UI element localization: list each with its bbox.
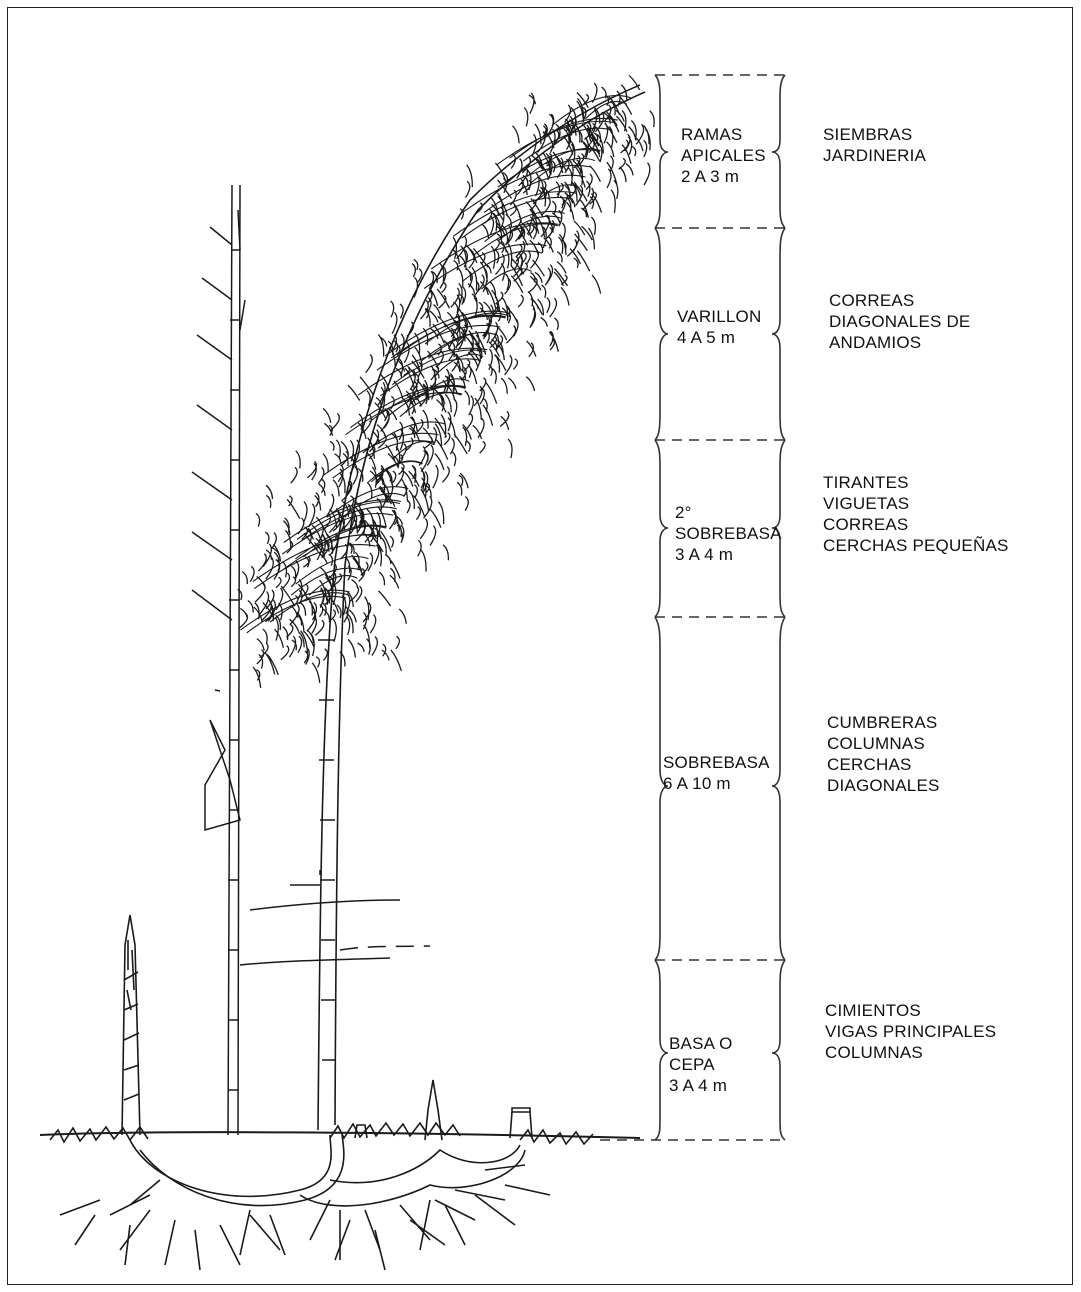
segment-length: 2 A 3 m <box>681 166 766 187</box>
use-item: SIEMBRAS <box>823 124 926 145</box>
mature-culm <box>318 85 645 1130</box>
segment-name-line: SOBREBASA <box>675 523 782 544</box>
segment-name-line: 2° <box>675 502 782 523</box>
segment-name-line: VARILLON <box>677 306 761 327</box>
segment-name-line: BASA O <box>669 1033 733 1054</box>
use-item: CORREAS <box>829 290 970 311</box>
segment-name-line: SOBREBASA <box>663 752 770 773</box>
segment-name-line: RAMAS <box>681 124 766 145</box>
use-item: CUMBRERAS <box>827 712 940 733</box>
leaf-strokes <box>238 75 655 688</box>
uses-sobrebasa: CUMBRERAS COLUMNAS CERCHAS DIAGONALES <box>827 712 940 796</box>
use-item: ANDAMIOS <box>829 332 970 353</box>
small-shoot <box>355 1080 532 1140</box>
thin-culm <box>192 185 245 1135</box>
young-shoot <box>122 915 140 1135</box>
segment-sobrebasa-name: SOBREBASA 6 A 10 m <box>663 752 770 794</box>
use-item: CORREAS <box>823 514 1009 535</box>
segment-basa-cepa-name: BASA O CEPA 3 A 4 m <box>669 1033 733 1096</box>
use-item: CERCHAS <box>827 754 940 775</box>
segment-length: 3 A 4 m <box>675 544 782 565</box>
uses-ramas-apicales: SIEMBRAS JARDINERIA <box>823 124 926 166</box>
ground-roots <box>40 1123 640 1270</box>
use-item: DIAGONALES <box>827 775 940 796</box>
uses-segunda-sobrebasa: TIRANTES VIGUETAS CORREAS CERCHAS PEQUEÑ… <box>823 472 1009 556</box>
segment-length: 4 A 5 m <box>677 327 761 348</box>
use-item: COLUMNAS <box>825 1042 996 1063</box>
use-item: DIAGONALES DE <box>829 311 970 332</box>
foliage <box>238 75 655 688</box>
use-item: VIGAS PRINCIPALES <box>825 1021 996 1042</box>
use-item: CIMIENTOS <box>825 1000 996 1021</box>
use-item: CERCHAS PEQUEÑAS <box>823 535 1009 556</box>
segment-varillon-name: VARILLON 4 A 5 m <box>677 306 761 348</box>
segment-length: 6 A 10 m <box>663 773 770 794</box>
segment-name-line: APICALES <box>681 145 766 166</box>
use-item: VIGUETAS <box>823 493 1009 514</box>
height-brackets <box>600 75 785 1140</box>
lower-branches <box>240 870 430 965</box>
use-item: TIRANTES <box>823 472 1009 493</box>
segment-name-line: CEPA <box>669 1054 733 1075</box>
uses-basa-cepa: CIMIENTOS VIGAS PRINCIPALES COLUMNAS <box>825 1000 996 1063</box>
segment-segunda-sobrebasa-name: 2° SOBREBASA 3 A 4 m <box>675 502 782 565</box>
use-item: JARDINERIA <box>823 145 926 166</box>
segment-ramas-apicales-name: RAMAS APICALES 2 A 3 m <box>681 124 766 187</box>
use-item: COLUMNAS <box>827 733 940 754</box>
uses-varillon: CORREAS DIAGONALES DE ANDAMIOS <box>829 290 970 353</box>
segment-length: 3 A 4 m <box>669 1075 733 1096</box>
